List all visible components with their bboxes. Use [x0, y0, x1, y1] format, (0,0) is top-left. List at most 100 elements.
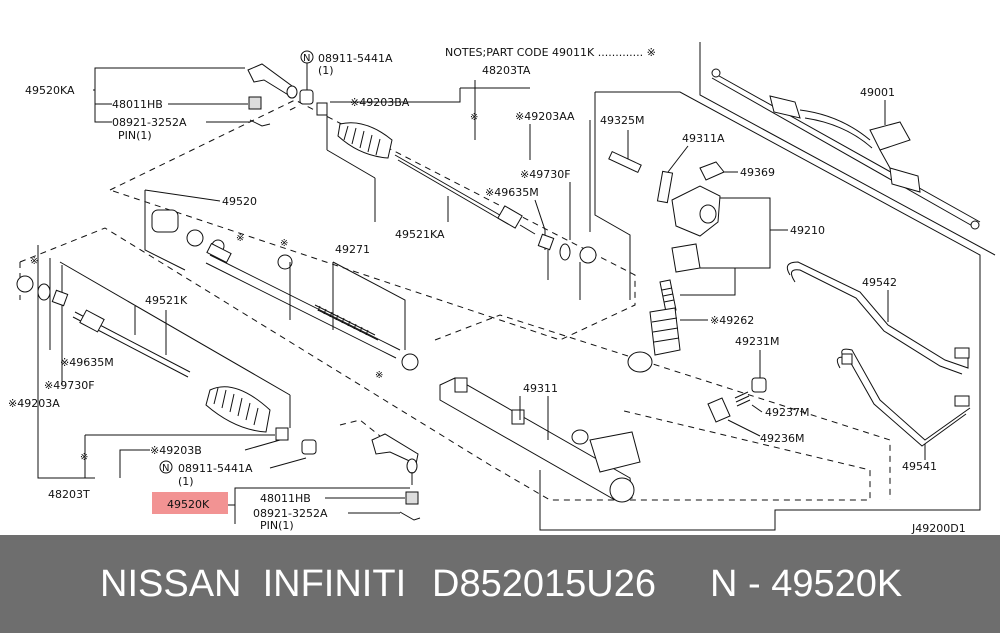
overview-rack-b	[711, 77, 977, 229]
cotter-pin-top	[249, 119, 271, 127]
leader-08911-bot	[269, 457, 307, 469]
mark-48203T: ※	[80, 452, 88, 463]
bolt-49311A	[656, 170, 674, 204]
label-49541: 49541	[902, 460, 937, 473]
n-mark-bottom	[159, 460, 173, 474]
label-08911-bot: 08911-5441A	[178, 462, 253, 475]
label-49271: 49271	[335, 243, 370, 256]
overview-frame	[699, 42, 996, 256]
leader-49520	[144, 190, 186, 271]
label-pin-bot: PIN(1)	[260, 519, 294, 532]
boot-upper-ribs	[343, 125, 381, 156]
label-49369: 49369	[740, 166, 775, 179]
tube-49542	[786, 261, 969, 369]
banner-brand: NISSAN INFINITI	[100, 562, 407, 605]
bolt-49325M	[608, 150, 642, 174]
inner-rod-upper-b	[397, 159, 509, 225]
cotter-pin-bottom	[399, 511, 421, 521]
label-49520: 49520	[222, 195, 257, 208]
mark-49271: ※	[280, 238, 288, 249]
inner-socket-lower	[79, 309, 105, 333]
label-49203AA: ※49203AA	[515, 110, 575, 123]
housing-group-outline	[434, 314, 891, 500]
rack-bar-b	[205, 262, 397, 359]
leader-49236M	[727, 419, 761, 437]
washer-49635M-bot	[51, 289, 69, 307]
ring-rack-end	[401, 353, 419, 371]
leader-bracket	[94, 90, 112, 123]
housing-mount-b	[511, 409, 525, 425]
assembly-frame	[539, 91, 981, 531]
label-49203B: ※49203B	[150, 444, 202, 457]
n-mark-bottom-letter: N	[162, 463, 169, 474]
leader-49203B-b	[244, 439, 281, 451]
label-pin-top: PIN(1)	[118, 129, 152, 142]
yoke-49236M	[707, 397, 731, 423]
leader-49520K	[234, 487, 410, 505]
pinion-gear-lines	[651, 317, 680, 343]
rack-end	[206, 242, 232, 264]
nut-08911-bot	[301, 439, 317, 455]
ring-49271	[277, 254, 293, 270]
seal-49369	[699, 161, 725, 181]
label-08921-bot: 08921-3252A	[253, 507, 328, 520]
boot-lower-ribs	[213, 387, 259, 426]
banner-ref: N - 49520K	[710, 562, 903, 605]
label-49311A: 49311A	[682, 132, 725, 145]
tube-49542-fitting	[954, 347, 970, 359]
label-49521KA: 49521KA	[395, 228, 445, 241]
mark-48203TA: ※	[470, 112, 478, 123]
label-48203TA: 48203TA	[482, 64, 531, 77]
tie-rod-end-top	[247, 63, 293, 97]
pinion-49262	[649, 307, 681, 356]
mark-seal: ※	[236, 233, 244, 244]
pinion-bearing	[627, 351, 653, 373]
label-49262: ※49262	[710, 314, 754, 327]
label-49730F-top: ※49730F	[520, 168, 571, 181]
housing-mount-a	[454, 377, 468, 393]
tie-rod-end-top-ball	[286, 85, 298, 99]
label-49520KA: 49520KA	[25, 84, 75, 97]
inner-socket-upper	[497, 205, 523, 229]
label-49520K[interactable]: 49520K	[167, 498, 210, 511]
label-08921-top: 08921-3252A	[112, 116, 187, 129]
part-banner: NISSAN INFINITI D852015U26 N - 49520K	[0, 535, 1000, 633]
label-49203A: ※49203A	[8, 397, 60, 410]
label-48203T: 48203T	[48, 488, 90, 501]
label-49635M-top: ※49635M	[485, 186, 539, 199]
pinion-spline	[659, 279, 677, 313]
washer-49635M-top	[537, 233, 555, 251]
label-48011HB-bot: 48011HB	[260, 492, 311, 505]
nut-48011HB-top	[248, 96, 262, 110]
overview-end-right	[970, 220, 980, 230]
nut-48011HB-bot	[405, 491, 419, 505]
label-49311: 49311	[523, 382, 558, 395]
overview-boot-right	[889, 167, 921, 193]
boot-upper	[337, 122, 393, 159]
leader-48203TA-a	[350, 88, 461, 103]
leader-49311A	[667, 145, 689, 173]
pinion-spline-lines	[661, 287, 675, 303]
overview-valve	[869, 121, 911, 151]
valve-port	[699, 204, 717, 224]
label-49210: 49210	[790, 224, 825, 237]
tube-49541	[841, 348, 971, 441]
parts-diagram: NOTES;PART CODE 49011K ............. ※ 4…	[8, 42, 996, 535]
inner-rod-upper	[394, 154, 506, 219]
mark-rack-end: ※	[375, 370, 383, 381]
spring-49237M	[734, 391, 751, 407]
label-49236M: 49236M	[760, 432, 804, 445]
housing-port	[589, 431, 641, 473]
tube-49541-fitting	[954, 395, 970, 407]
leader-diag-upper	[326, 149, 376, 179]
housing-end	[609, 477, 635, 503]
overview-lines	[799, 109, 891, 169]
label-49730F-bot: ※49730F	[44, 379, 95, 392]
washer-49730F-top	[559, 243, 571, 261]
clamp-49203B	[275, 427, 289, 441]
leader-49520-b	[144, 189, 221, 202]
label-08911-top-qty: (1)	[318, 64, 334, 77]
leader-49210-c	[680, 267, 736, 296]
housing-fitting	[571, 429, 589, 445]
overview-boot-left	[769, 95, 801, 119]
